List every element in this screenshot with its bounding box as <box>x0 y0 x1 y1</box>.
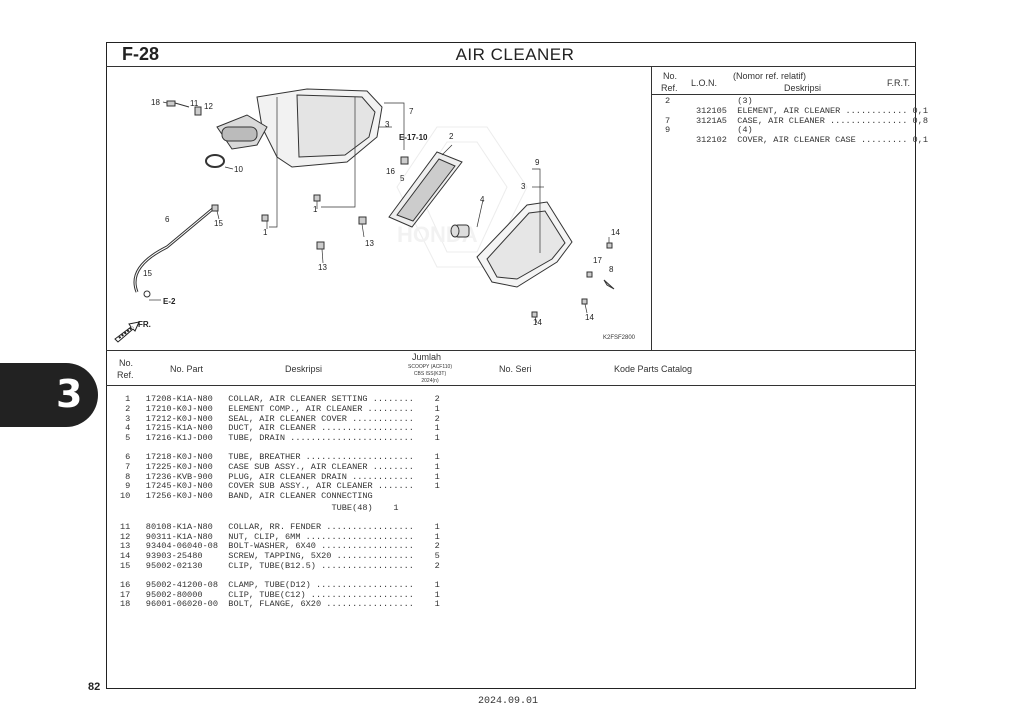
rel-col-frt: F.R.T. <box>887 78 911 88</box>
callout: 2 <box>449 132 454 141</box>
table-row: 12 90311-K1A-N80 NUT, CLIP, 6MM ........… <box>120 531 440 542</box>
diagram-bottom-divider <box>106 350 916 351</box>
page-number: 82 <box>88 681 101 693</box>
table-row: 13 93404-06040-08 BOLT-WASHER, 6X40 ....… <box>120 541 440 552</box>
fasteners <box>166 100 615 318</box>
callout: 15 <box>214 219 223 228</box>
callout: 9 <box>535 158 540 167</box>
table-row: 11 80108-K1A-N80 COLLAR, RR. FENDER ....… <box>120 521 440 532</box>
page-title: AIR CLEANER <box>455 45 575 64</box>
page-frame <box>106 42 916 689</box>
parts-col-part: No. Part <box>170 364 204 374</box>
table-row: 10 17256-K0J-N00 BAND, AIR CLEANER CONNE… <box>120 491 373 502</box>
table-row: TUBE(48) 1 <box>120 502 399 513</box>
table-row: 8 17236-KVB-900 PLUG, AIR CLEANER DRAIN … <box>120 471 440 482</box>
parts-col-qty-sub1: SCOOPY (ACF110) <box>408 364 452 370</box>
table-row: 14 93903-25480 SCREW, TAPPING, 5X20 ....… <box>120 551 440 562</box>
table-row: 3 17212-K0J-N00 SEAL, AIR CLEANER COVER … <box>120 413 440 424</box>
breather-tube <box>133 205 216 293</box>
callout: 10 <box>234 165 243 174</box>
callout: 13 <box>365 239 374 248</box>
rel-rows: 2 (3) 312105 ELEMENT, AIR CLEANER ......… <box>665 96 929 146</box>
chapter-tab: 3 <box>0 363 98 427</box>
table-row: 5 17216-K1J-D00 TUBE, DRAIN ............… <box>120 433 440 444</box>
rel-col-lon: L.O.N. <box>691 78 718 88</box>
callout: 8 <box>609 265 614 274</box>
footer-date: 2024.09.01 <box>478 696 539 707</box>
chapter-number: 3 <box>56 372 83 416</box>
callout: 18 <box>151 98 160 107</box>
parts-header-divider <box>106 385 916 386</box>
parts-group: 11 80108-K1A-N80 COLLAR, RR. FENDER ....… <box>120 521 440 572</box>
rel-row: 312105 ELEMENT, AIR CLEANER ............… <box>665 105 929 116</box>
callout: 12 <box>204 102 213 111</box>
table-row: 9 17245-K0J-N00 COVER SUB ASSY., AIR CLE… <box>120 481 440 492</box>
air-cleaner-element <box>388 151 463 228</box>
callout: 5 <box>400 174 405 183</box>
callout: 7 <box>409 107 414 116</box>
table-row: 2 17210-K0J-N00 ELEMENT COMP., AIR CLEAN… <box>120 403 440 414</box>
parts-group: 16 95002-41200-08 CLAMP, TUBE(D12) .....… <box>120 579 440 610</box>
rel-col-desc: Deskripsi <box>784 83 822 93</box>
callout: 3 <box>521 182 526 191</box>
table-row: 1 17208-K1A-N80 COLLAR, AIR CLEANER SETT… <box>120 394 440 404</box>
callout: 6 <box>165 215 170 224</box>
callout: 4 <box>480 195 485 204</box>
header-divider <box>106 66 916 67</box>
callout: 1 <box>313 205 318 214</box>
front-label: FR. <box>138 320 151 329</box>
table-row: 7 17225-K0J-N00 CASE SUB ASSY., AIR CLEA… <box>120 461 440 472</box>
front-arrow-icon: FR. <box>114 320 151 343</box>
callout: 1 <box>263 228 268 237</box>
rel-header-divider <box>651 94 916 95</box>
callout: 14 <box>533 318 542 327</box>
connecting-band <box>205 154 225 168</box>
table-row: 17 95002-80000 CLIP, TUBE(C12) .........… <box>120 589 440 600</box>
callout: 14 <box>585 313 594 322</box>
cross-ref-e2: E-2 <box>163 297 176 306</box>
rel-col-no: No. <box>663 71 678 81</box>
diagram-divider <box>651 66 652 350</box>
table-row: 6 17218-K0J-N00 TUBE, BREATHER .........… <box>120 451 440 462</box>
parts-group: 6 17218-K0J-N00 TUBE, BREATHER .........… <box>120 451 440 514</box>
exploded-diagram: HONDA <box>114 88 636 343</box>
parts-group: 1 17208-K1A-N80 COLLAR, AIR CLEANER SETT… <box>120 394 440 444</box>
callout: 11 <box>190 99 199 108</box>
parts-col-qty-sub2: CBS ISS(K3T) <box>413 371 447 377</box>
table-row: 4 17215-K1A-N00 DUCT, AIR CLEANER ......… <box>120 423 440 434</box>
rel-row: 312102 COVER, AIR CLEANER CASE .........… <box>665 135 929 146</box>
parts-col-qty: Jumlah <box>412 352 442 362</box>
air-cleaner-cover <box>476 201 573 288</box>
table-row: 16 95002-41200-08 CLAMP, TUBE(D12) .....… <box>120 579 440 590</box>
parts-list: 1 17208-K1A-N80 COLLAR, AIR CLEANER SETT… <box>120 394 440 610</box>
section-code: F-28 <box>122 44 160 64</box>
parts-col-serial: No. Seri <box>499 364 532 374</box>
rel-col-ref: Ref. <box>661 83 678 93</box>
table-row: 15 95002-02130 CLIP, TUBE(B12.5) .......… <box>120 560 440 571</box>
parts-col-catalog: Kode Parts Catalog <box>614 364 693 374</box>
callout: 13 <box>318 263 327 272</box>
parts-col-ref: Ref. <box>117 370 134 380</box>
parts-col-desc: Deskripsi <box>285 364 323 374</box>
rel-row: 9 (4) <box>665 125 753 136</box>
air-cleaner-case <box>216 88 383 168</box>
leader-lines <box>162 97 610 324</box>
air-cleaner-duct <box>450 224 470 238</box>
table-row: 18 96001-06020-00 BOLT, FLANGE, 6X20 ...… <box>120 599 440 610</box>
callout: 14 <box>611 228 620 237</box>
callout: 3 <box>385 120 390 129</box>
callout-labels: 18 11 12 7 3 2 10 16 5 9 3 6 15 1 1 13 4… <box>143 98 636 341</box>
image-code: K2FSF2800 <box>603 335 636 341</box>
cross-ref-e17: E-17-10 <box>399 133 428 142</box>
rel-row: 2 (3) <box>665 96 753 106</box>
rel-row: 7 3121A5 CASE, AIR CLEANER .............… <box>665 115 929 126</box>
callout: 16 <box>386 167 395 176</box>
parts-col-qty-sub3: 2024(n) <box>421 378 439 384</box>
callout: 15 <box>143 269 152 278</box>
parts-col-no: No. <box>119 358 134 368</box>
rel-col-relnote: (Nomor ref. relatif) <box>733 71 807 81</box>
callout: 17 <box>593 256 602 265</box>
